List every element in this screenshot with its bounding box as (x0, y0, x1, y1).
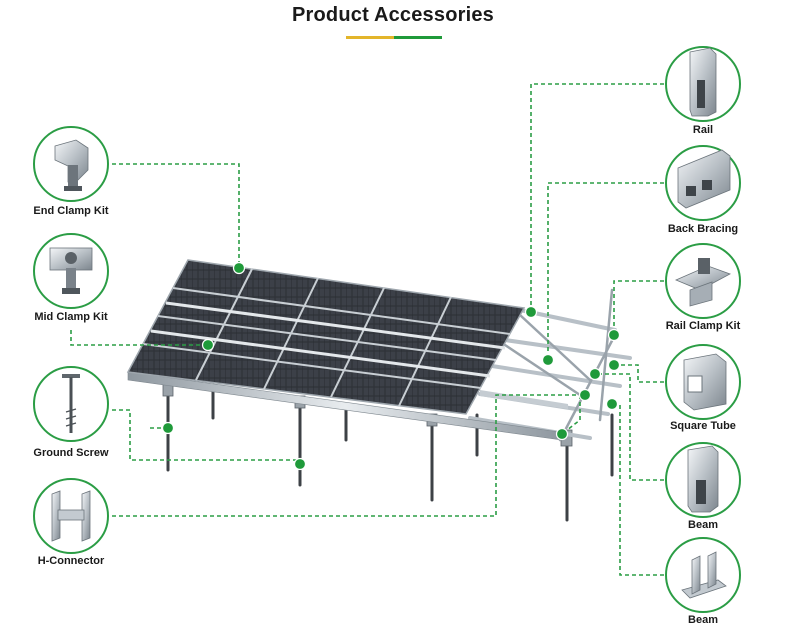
h-connector-label: H-Connector (37, 555, 105, 567)
end-clamp-icon (33, 126, 109, 202)
back-bracing-label: Back Bracing (667, 223, 739, 235)
connection-dots (161, 261, 621, 471)
beam-label: Beam (688, 519, 718, 531)
title-underline-green (394, 36, 442, 39)
back-bracing-icon (665, 145, 741, 221)
rail-label: Rail (692, 124, 714, 136)
ground-screw-label: Ground Screw (33, 447, 109, 459)
h-connector-icon (33, 478, 109, 554)
page-title: Product Accessories (291, 4, 495, 26)
rail-clamp-icon (665, 243, 741, 319)
rail-clamp-kit-label: Rail Clamp Kit (665, 320, 741, 332)
beam-icon (665, 442, 741, 518)
leader-lines (70, 83, 664, 576)
rail-icon (665, 46, 741, 122)
ground-screw-icon (33, 366, 109, 442)
square-tube-icon (665, 344, 741, 420)
square-tube-label: Square Tube (670, 420, 736, 432)
beam-icon (665, 537, 741, 613)
mid-clamp-kit-label: Mid Clamp Kit (34, 311, 108, 323)
end-clamp-kit-label: End Clamp Kit (33, 205, 109, 217)
beam-label-2: Beam (688, 614, 718, 626)
mid-clamp-icon (33, 233, 109, 309)
solar-structure (126, 259, 632, 522)
title-underline-yellow (346, 36, 394, 39)
